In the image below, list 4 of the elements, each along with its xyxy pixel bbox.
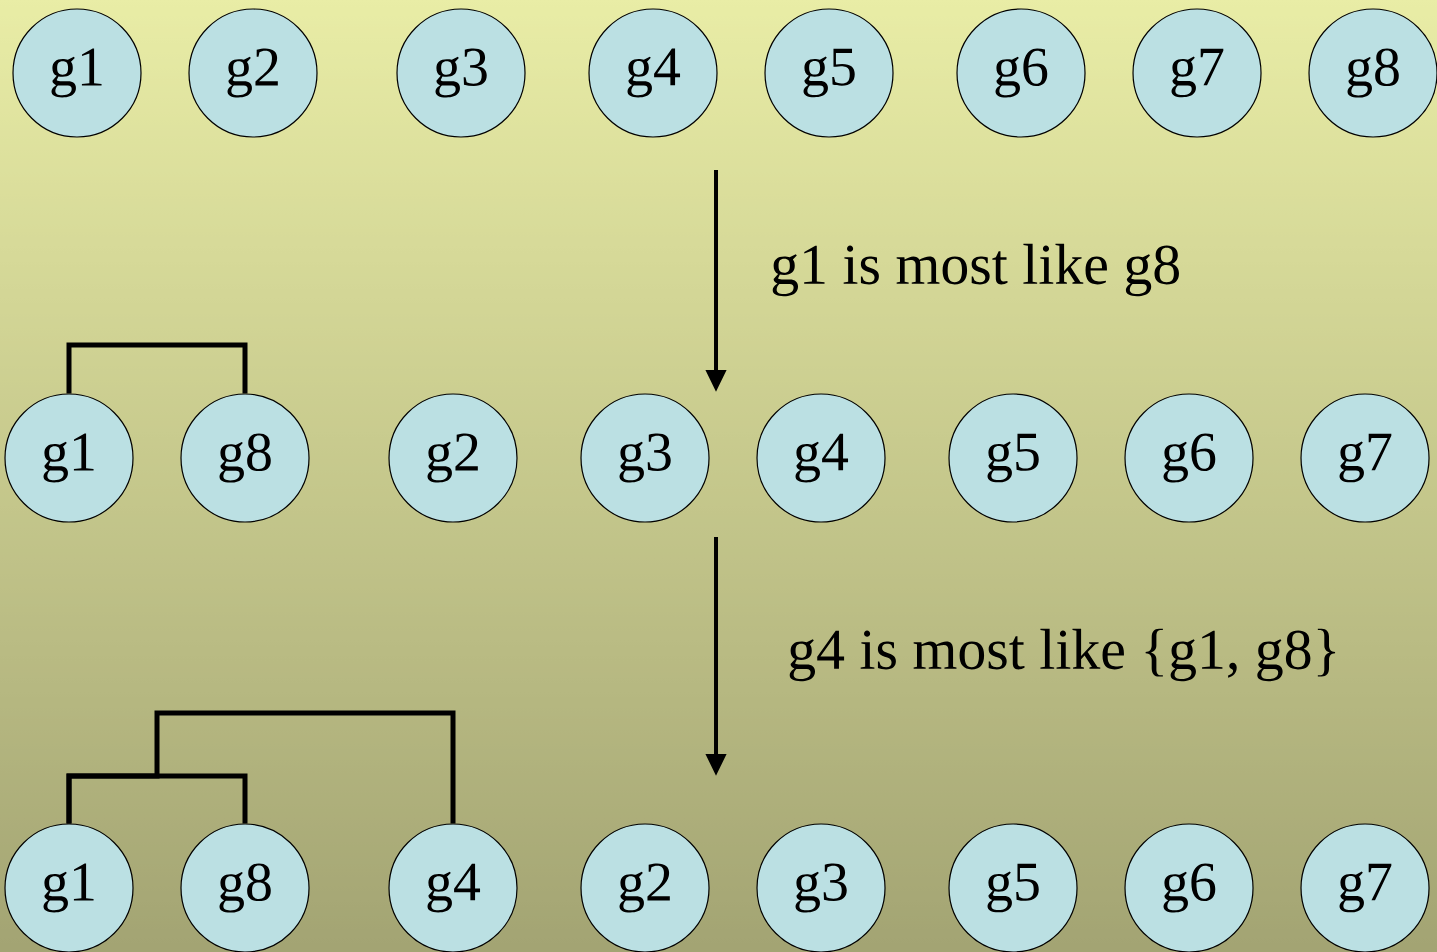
dendrogram-bracket	[66, 342, 248, 394]
dendrogram-bracket	[66, 710, 456, 824]
step-label: g4 is most like {g1, g8}	[789, 628, 1336, 682]
step-label: g1 is most like g8	[772, 243, 1179, 297]
